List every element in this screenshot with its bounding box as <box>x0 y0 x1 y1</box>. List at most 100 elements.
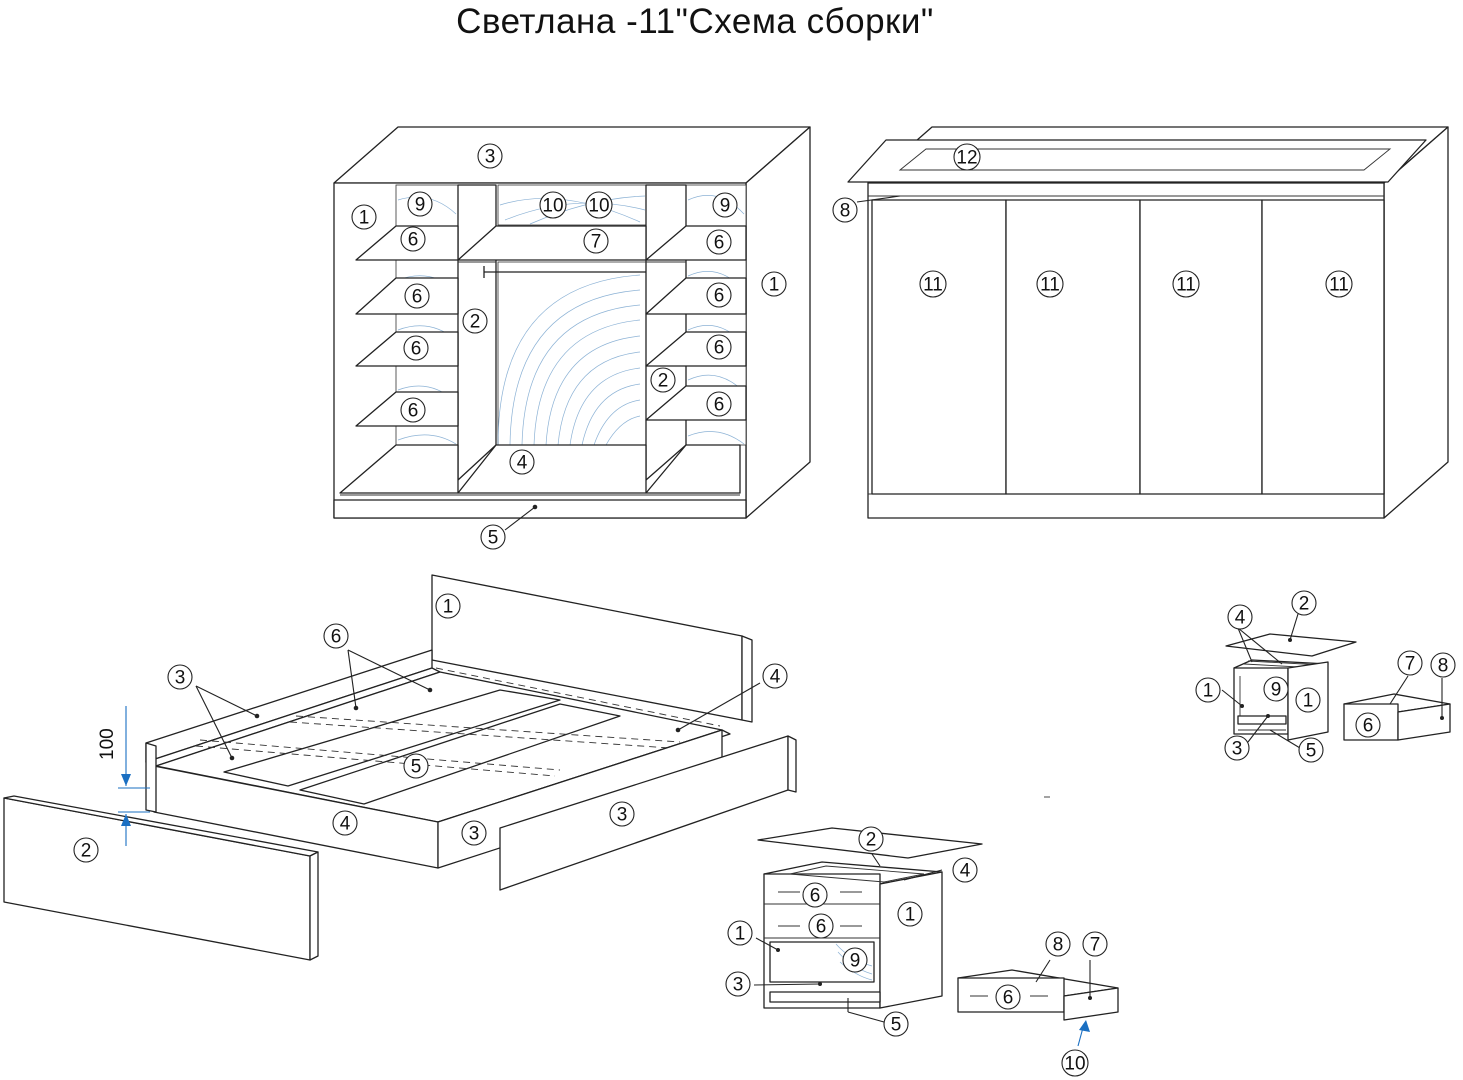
callout-label: 5 <box>488 528 499 549</box>
callout-large-nightstand-12: 6 <box>995 984 1021 1010</box>
callout-label: 2 <box>81 841 92 862</box>
callout-wardrobe-closed-4: 11 <box>1036 270 1064 298</box>
callout-wardrobe-open-7: 6 <box>400 226 426 252</box>
callout-small-nightstand-8: 7 <box>1397 650 1423 676</box>
callout-bed-4: 4 <box>762 663 788 689</box>
callout-label: 6 <box>1363 716 1374 737</box>
callout-wardrobe-closed-5: 11 <box>1172 270 1200 298</box>
callout-large-nightstand-7: 9 <box>842 947 868 973</box>
callout-bed-7: 3 <box>461 820 487 846</box>
wardrobe-open-leaders <box>504 504 538 531</box>
callout-wardrobe-open-3: 9 <box>407 191 433 217</box>
callout-label: 9 <box>415 195 426 216</box>
callout-bed-1: 1 <box>435 593 461 619</box>
callout-wardrobe-open-18: 1 <box>761 271 787 297</box>
callout-label: 3 <box>469 824 480 845</box>
callout-wardrobe-open-2: 1 <box>351 204 377 230</box>
callout-bed-2: 6 <box>323 623 349 649</box>
callout-label: 11 <box>1040 275 1060 296</box>
callout-large-nightstand-2: 4 <box>952 857 978 883</box>
callout-label: 7 <box>1090 935 1101 956</box>
callout-wardrobe-closed-6: 11 <box>1325 270 1353 298</box>
callout-large-nightstand-9: 5 <box>883 1011 909 1037</box>
callout-label: 12 <box>956 148 977 169</box>
callout-large-nightstand-1: 2 <box>858 826 884 852</box>
callout-small-nightstand-7: 5 <box>1298 737 1324 763</box>
callout-small-nightstand-5: 1 <box>1295 687 1321 713</box>
callout-label: 11 <box>1176 275 1196 296</box>
callout-large-nightstand-13: 10 <box>1061 1049 1089 1077</box>
callout-label: 2 <box>470 312 481 333</box>
callout-wardrobe-open-4: 10 <box>539 191 567 219</box>
callout-label: 7 <box>591 232 602 253</box>
dimension-label: 100 <box>97 728 118 760</box>
callout-wardrobe-closed-2: 8 <box>832 197 858 223</box>
callout-label: 3 <box>175 668 186 689</box>
callout-label: 6 <box>816 917 827 938</box>
callout-wardrobe-open-1: 3 <box>477 143 503 169</box>
callout-wardrobe-open-13: 6 <box>706 334 732 360</box>
callout-small-nightstand-3: 1 <box>1195 677 1221 703</box>
callout-wardrobe-open-15: 6 <box>706 391 732 417</box>
bed-drawing <box>3 574 797 961</box>
callout-small-nightstand-4: 9 <box>1263 676 1289 702</box>
callout-bed-6: 4 <box>332 810 358 836</box>
callout-label: 11 <box>923 275 943 296</box>
callout-large-nightstand-6: 1 <box>897 901 923 927</box>
callout-wardrobe-open-10: 6 <box>404 283 430 309</box>
callout-wardrobe-open-6: 9 <box>712 192 738 218</box>
callout-label: 6 <box>331 627 342 648</box>
callout-label: 9 <box>850 951 861 972</box>
callout-label: 6 <box>411 339 422 360</box>
callout-label: 6 <box>408 230 419 251</box>
callout-label: 10 <box>542 196 563 217</box>
wardrobe-open-drawing <box>333 126 811 519</box>
callout-large-nightstand-10: 8 <box>1045 931 1071 957</box>
callout-label: 3 <box>617 805 628 826</box>
callout-label: 1 <box>1203 681 1214 702</box>
callout-large-nightstand-11: 7 <box>1082 931 1108 957</box>
callout-label: 3 <box>1232 739 1243 760</box>
callout-wardrobe-open-11: 6 <box>706 282 732 308</box>
callout-wardrobe-open-16: 2 <box>462 308 488 334</box>
callout-label: 4 <box>340 814 351 835</box>
callout-bed-8: 3 <box>609 801 635 827</box>
callout-label: 8 <box>840 201 851 222</box>
callout-label: 3 <box>733 975 744 996</box>
callout-bed-5: 5 <box>403 753 429 779</box>
callout-label: 4 <box>770 667 781 688</box>
callout-label: 6 <box>810 886 821 907</box>
callout-bed-9: 2 <box>73 837 99 863</box>
callout-wardrobe-open-9: 6 <box>706 229 732 255</box>
callout-label: 6 <box>714 338 725 359</box>
callout-wardrobe-open-17: 2 <box>650 367 676 393</box>
callout-small-nightstand-2: 2 <box>1291 590 1317 616</box>
callout-wardrobe-open-8: 7 <box>583 228 609 254</box>
callout-label: 3 <box>485 147 496 168</box>
callout-label: 5 <box>411 757 422 778</box>
callout-label: 5 <box>891 1015 902 1036</box>
callout-small-nightstand-1: 4 <box>1227 604 1253 630</box>
callout-small-nightstand-9: 8 <box>1430 652 1456 678</box>
page-title: Светлана -11"Схема сборки" <box>456 2 934 41</box>
callout-wardrobe-closed-1: 12 <box>953 143 981 171</box>
callout-large-nightstand-4: 6 <box>808 913 834 939</box>
callout-label: 6 <box>714 233 725 254</box>
callout-label: 2 <box>866 830 877 851</box>
callout-label: 10 <box>588 196 609 217</box>
height-dimension: 100 <box>97 706 150 846</box>
callout-label: 4 <box>517 453 528 474</box>
callout-label: 4 <box>1235 608 1246 629</box>
callout-label: 1 <box>443 597 454 618</box>
callout-label: 2 <box>658 371 669 392</box>
callout-label: 6 <box>1003 988 1014 1009</box>
callout-label: 7 <box>1405 654 1416 675</box>
callout-bed-3: 3 <box>167 664 193 690</box>
callout-wardrobe-closed-3: 11 <box>919 270 947 298</box>
callout-label: 1 <box>905 905 916 926</box>
callout-label: 8 <box>1053 935 1064 956</box>
callout-label: 10 <box>1064 1054 1085 1075</box>
callout-label: 9 <box>1271 680 1282 701</box>
callout-label: 6 <box>714 286 725 307</box>
